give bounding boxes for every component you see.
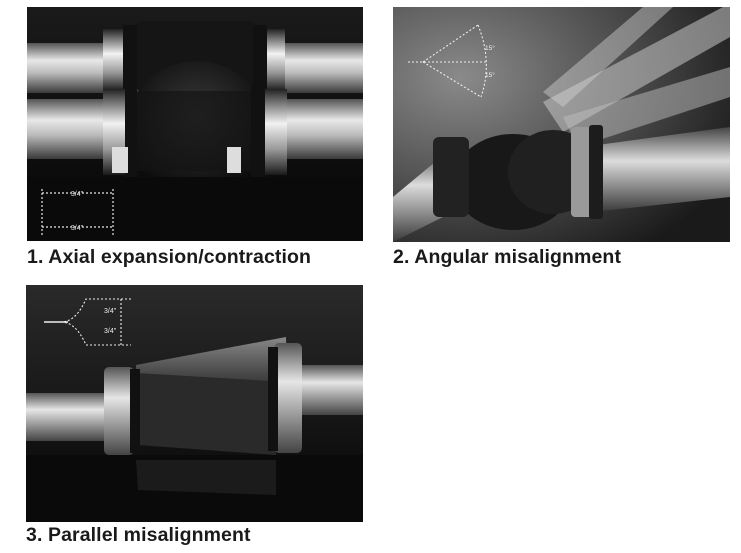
offset-label-top: 3/4" [104,308,117,315]
parallel-misalignment-photo: 3/4" 3/4" [26,285,363,522]
dimension-label-top: 3/4" [71,191,84,198]
caption-parallel-misalignment: 3. Parallel misalignment [26,524,251,546]
angle-label-top: 15° [485,44,495,52]
angular-misalignment-photo: 15° 15° [393,7,730,242]
offset-label-bottom: 3/4" [104,328,117,335]
caption-angular-misalignment: 2. Angular misalignment [393,246,622,268]
caption-axial-expansion: 1. Axial expansion/contraction [27,246,312,268]
axial-expansion-photo: 3/4" 3/4" [27,7,363,241]
angle-label-bottom: 15° [485,71,495,79]
dimension-label-bottom: 3/4" [71,225,84,232]
